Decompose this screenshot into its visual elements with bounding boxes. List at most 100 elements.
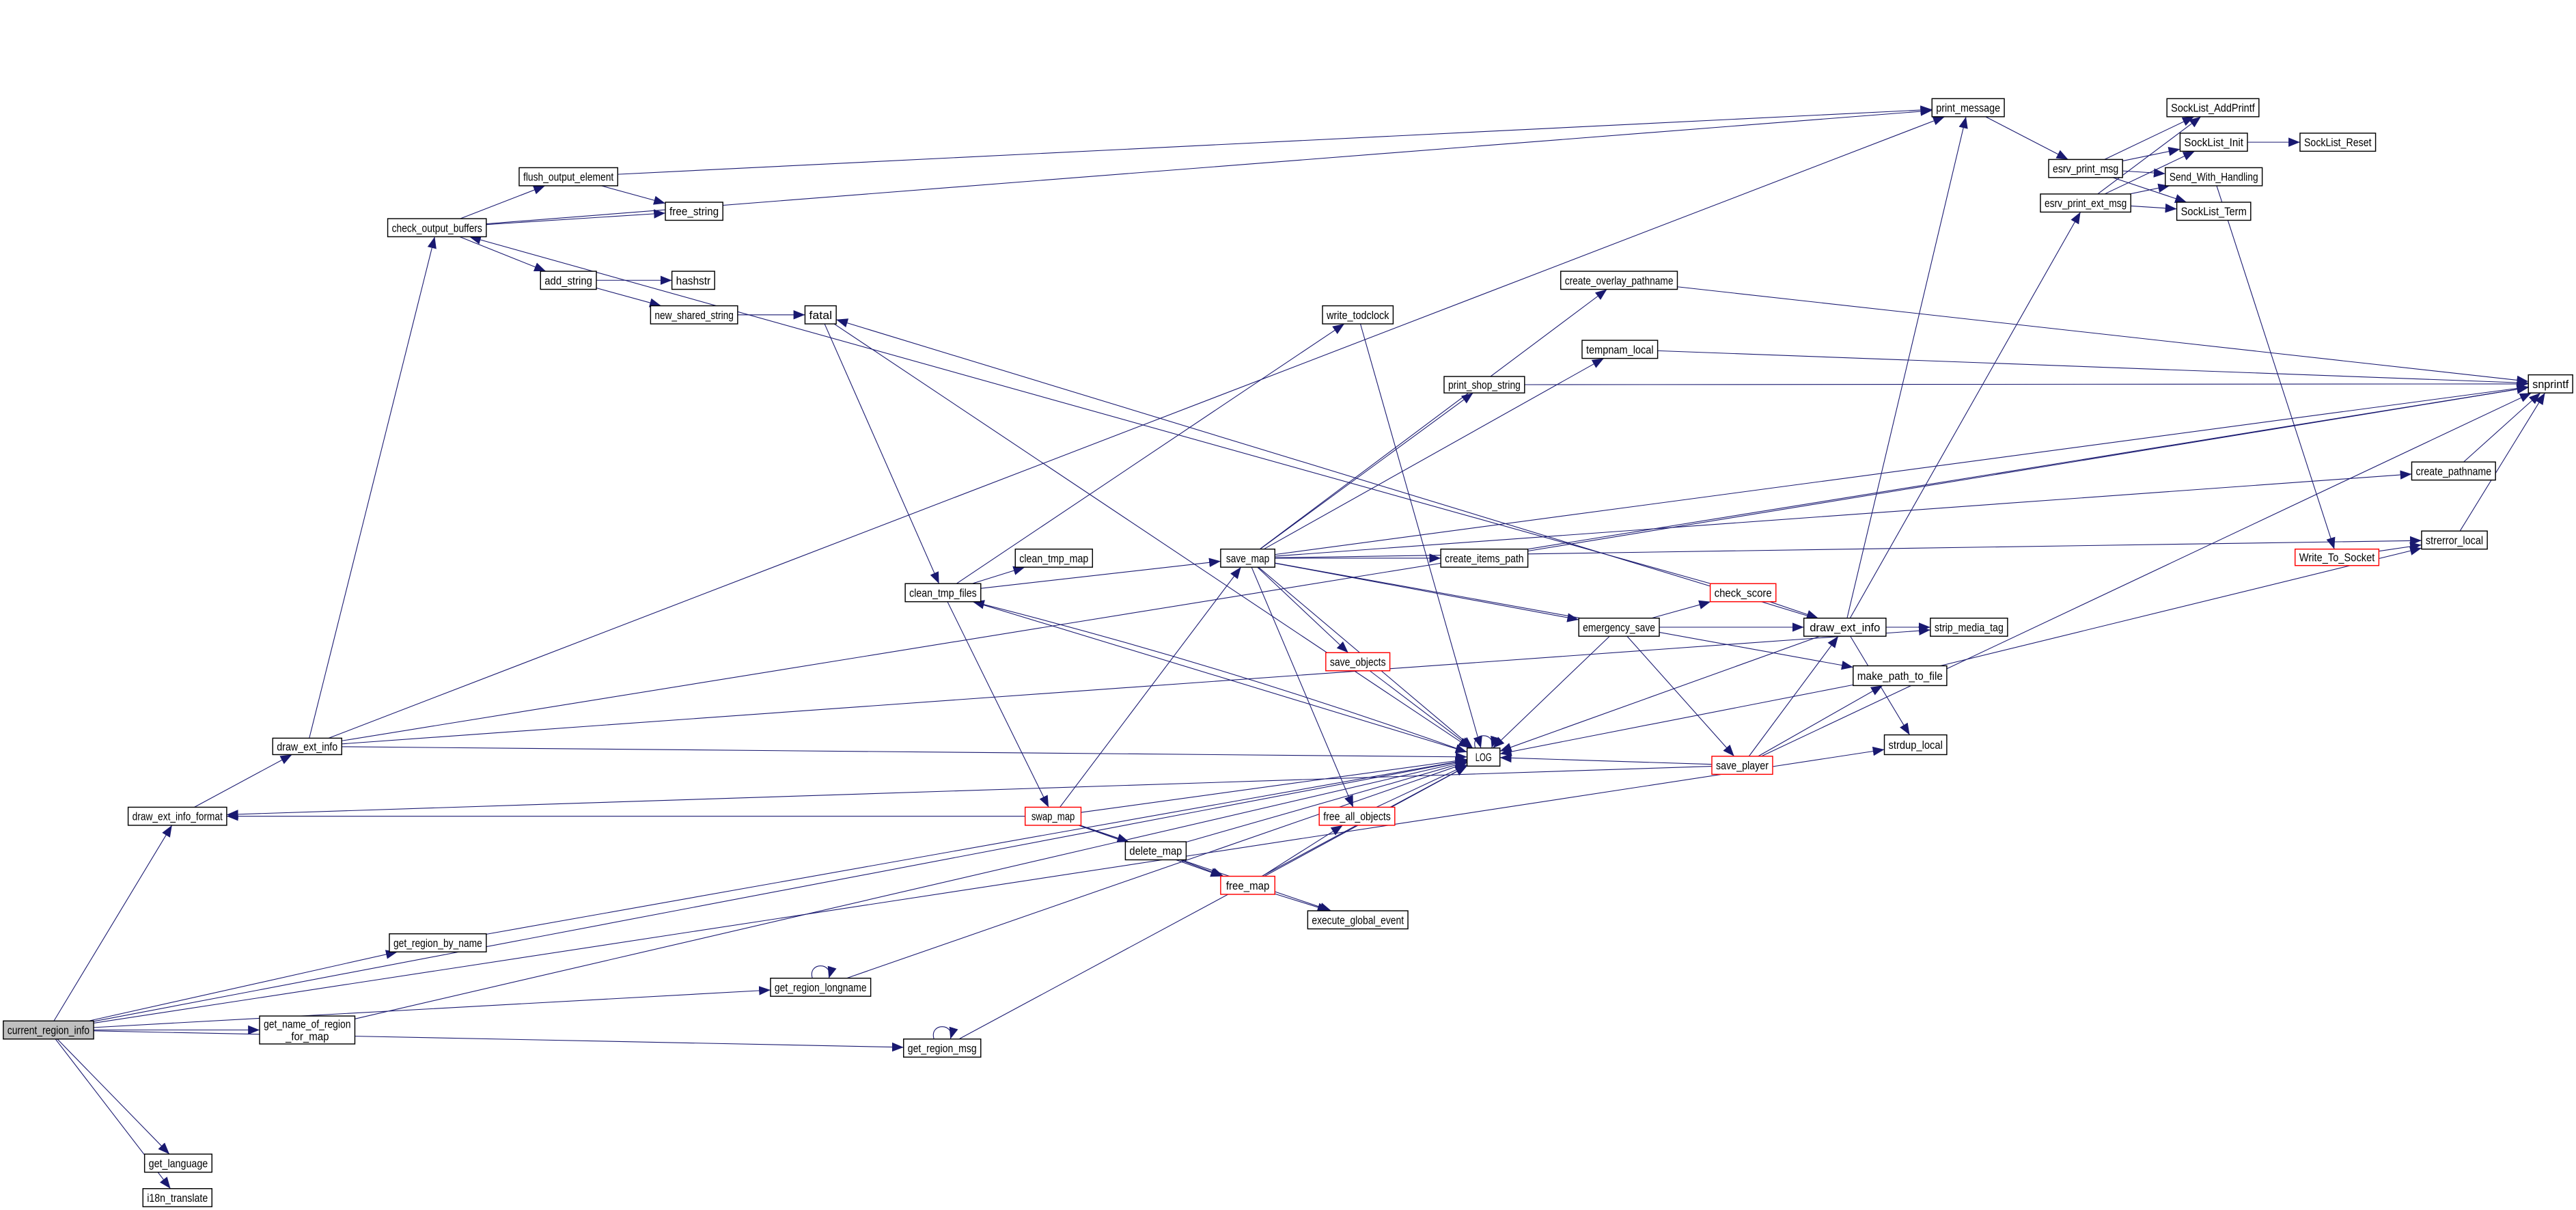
edge-grm-to-LOG	[958, 765, 1467, 1040]
node-box	[1560, 271, 1678, 290]
edge-so-to-LOG	[1369, 670, 1472, 749]
node-add-string[interactable]: add_string	[540, 271, 597, 290]
node-tempnam-local[interactable]: tempnam_local	[1581, 340, 1659, 359]
node-label: flush_output_element	[523, 171, 614, 184]
node-box	[1124, 841, 1187, 861]
edge-cop-to-snp	[1677, 286, 2529, 385]
node-create-pathname[interactable]: create_pathname	[2411, 461, 2496, 481]
node-free-string[interactable]: free_string	[665, 202, 723, 221]
node-label: Send_With_Handling	[2170, 171, 2258, 184]
edge-epm-to-SAP	[2104, 116, 2195, 160]
node-box	[518, 167, 618, 187]
node-get-region-longname[interactable]: get_region_longname	[770, 977, 872, 997]
node-label: fatal	[809, 309, 832, 322]
node-label: get_language	[149, 1157, 208, 1170]
edge-SWH-to-WTS	[2216, 185, 2336, 549]
node-box	[1853, 665, 1948, 687]
edge-epm-to-SI	[2122, 147, 2180, 162]
node-box	[2411, 461, 2496, 481]
node-new-shared-string[interactable]: new_shared_string	[650, 305, 738, 325]
node-label: execute_global_event	[1312, 913, 1404, 926]
node-write-todclock[interactable]: write_todclock	[1322, 305, 1394, 325]
node-check-output-buffers[interactable]: check_output_buffers	[387, 218, 487, 238]
node-draw-ext-info-format[interactable]: draw_ext_info_format	[127, 806, 227, 826]
node-draw-ext-info[interactable]: draw_ext_info	[272, 737, 342, 756]
node-box	[1325, 652, 1391, 672]
node-strip-media-tag[interactable]: strip_media_tag	[1930, 618, 2008, 637]
edge-es-to-cs	[1651, 600, 1711, 619]
node-current-region-info[interactable]: current_region_info	[3, 1020, 94, 1040]
node-print-shop-string[interactable]: print_shop_string	[1443, 376, 1525, 394]
node-create-items-path[interactable]: create_items_path	[1440, 548, 1529, 568]
node-send-with-handling[interactable]: Send_With_Handling	[2165, 167, 2263, 187]
edge-fatal-to-LOG	[833, 323, 1471, 749]
node-box	[1307, 910, 1409, 930]
edge-swm-to-ege	[1079, 825, 1331, 912]
node-create-overlay-pathname[interactable]: create_overlay_pathname	[1560, 271, 1678, 290]
node-label: check_score	[1715, 586, 1772, 599]
node-box	[142, 1187, 212, 1207]
edge-sm-to-fao	[1251, 566, 1354, 808]
node-box	[1024, 806, 1082, 826]
node-delete-map[interactable]: delete_map	[1124, 841, 1187, 861]
node-strdup-local[interactable]: strdup_local	[1883, 734, 1948, 756]
node-get-region-msg[interactable]: get_region_msg	[903, 1039, 982, 1058]
edge-cri-to-deif	[53, 825, 173, 1021]
node-box	[2179, 133, 2248, 152]
node-label: strip_media_tag	[1935, 621, 2004, 634]
edge-cpn-to-snp	[2463, 392, 2541, 463]
node-save-map[interactable]: save_map	[1220, 548, 1275, 568]
edge-cri-to-sdl	[94, 746, 1885, 1023]
node-label: free_all_objects	[1323, 810, 1391, 823]
edges-layer	[53, 105, 2546, 1190]
edge-sp-to-snp	[1761, 392, 2532, 757]
node-socklist-init[interactable]: SockList_Init	[2179, 133, 2248, 152]
edge-es-to-sp	[1626, 635, 1735, 757]
node-label: get_name_of_region	[264, 1018, 350, 1031]
edge-cs-to-cob	[469, 235, 1711, 584]
node-save-objects[interactable]: save_objects	[1325, 652, 1391, 672]
node-clean-tmp-map[interactable]: clean_tmp_map	[1014, 548, 1094, 568]
node-save-player[interactable]: save_player	[1711, 756, 1773, 775]
node-hashstr[interactable]: hashstr	[671, 271, 715, 290]
node-fatal[interactable]: fatal	[804, 305, 837, 325]
node-get-language[interactable]: get_language	[143, 1153, 212, 1173]
edge-sm-to-cpn	[1275, 470, 2412, 557]
node-label: draw_ext_info_format	[133, 810, 223, 823]
node-i18n-translate[interactable]: i18n_translate	[142, 1187, 212, 1207]
node-swap-map[interactable]: swap_map	[1024, 806, 1082, 826]
edge-dei_L-to-LOG	[342, 746, 1467, 762]
node-label: i18n_translate	[147, 1192, 208, 1205]
edge-WTS-to-sel	[2379, 542, 2422, 552]
node-socklist-term[interactable]: SockList_Term	[2176, 202, 2252, 221]
node-clean-tmp-files[interactable]: clean_tmp_files	[904, 583, 982, 603]
node-make-path-to-file[interactable]: make_path_to_file	[1853, 665, 1948, 687]
node-socklist-reset[interactable]: SockList_Reset	[2299, 133, 2377, 152]
edge-mptf-to-LOG	[1499, 684, 1853, 756]
edge-ctf-to-LOG	[972, 601, 1467, 754]
node-strerror-local[interactable]: strerror_local	[2421, 530, 2488, 550]
edge-ctf-to-ctm	[971, 566, 1025, 584]
node-label: strerror_local	[2426, 534, 2483, 547]
node-free-all-objects[interactable]: free_all_objects	[1318, 806, 1396, 826]
node-flush-output-element[interactable]: flush_output_element	[518, 167, 618, 187]
node-get-name-of-region-for-map[interactable]: get_name_of_region_for_map	[259, 1015, 356, 1045]
node-socklist-addprintf[interactable]: SockList_AddPrintf	[2166, 98, 2260, 118]
node-print-message[interactable]: print_message	[1931, 98, 2005, 118]
edge-grbn-to-LOG	[486, 757, 1467, 935]
node-free-map[interactable]: free_map	[1220, 875, 1275, 895]
node-label: SockList_Init	[2184, 136, 2243, 149]
node-box	[1709, 583, 1777, 603]
node-esrv-print-msg[interactable]: esrv_print_msg	[2048, 159, 2123, 178]
node-box	[259, 1015, 356, 1045]
node-label: current_region_info	[8, 1024, 89, 1037]
node-draw-ext-info[interactable]: draw_ext_info	[1803, 618, 1887, 637]
node-log[interactable]: LOG	[1466, 747, 1501, 767]
node-write-to-socket[interactable]: Write_To_Socket	[2295, 548, 2380, 566]
node-emergency-save[interactable]: emergency_save	[1578, 618, 1660, 637]
node-check-score[interactable]: check_score	[1709, 583, 1777, 603]
node-get-region-by-name[interactable]: get_region_by_name	[389, 933, 487, 952]
node-esrv-print-ext-msg[interactable]: esrv_print_ext_msg	[2040, 193, 2131, 213]
node-snprintf[interactable]: snprintf	[2527, 374, 2573, 394]
node-execute-global-event[interactable]: execute_global_event	[1307, 910, 1409, 930]
